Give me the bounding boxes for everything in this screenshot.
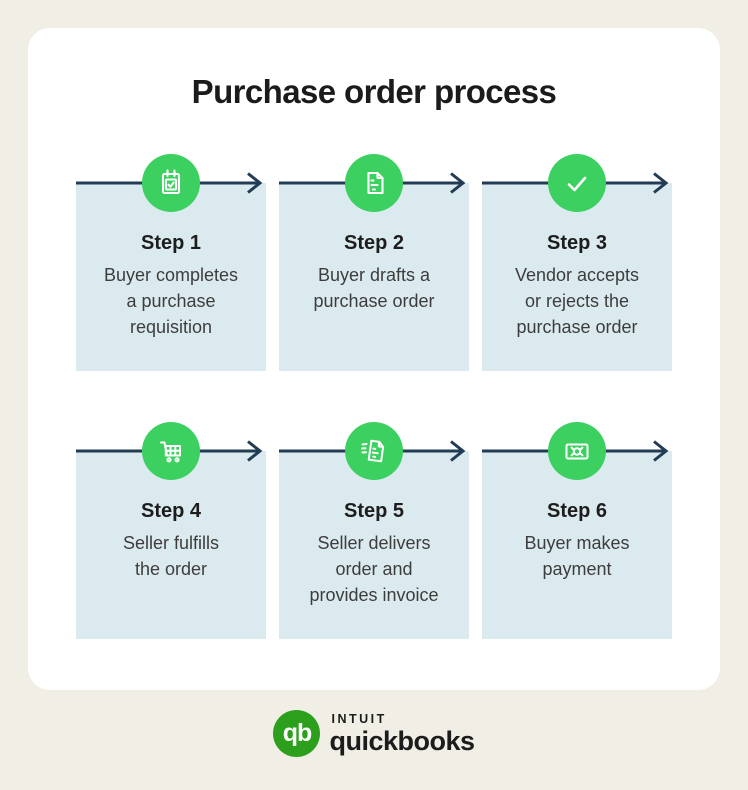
step-4-cell: Step 4 Seller fulfills the order [76, 422, 266, 639]
step-5-cell: Step 5 Seller delivers order and provide… [279, 422, 469, 639]
step-3-label: Step 3 [546, 232, 608, 254]
process-row-2: Step 4 Seller fulfills the order [28, 422, 720, 639]
step-2-cell: Step 2 Buyer drafts a purchase order [279, 154, 469, 371]
step-6-description: Buyer makes payment [524, 533, 630, 579]
step-5-description: Seller delivers order and provides invoi… [309, 533, 439, 605]
brand-footer: qb INTUIT quickbooks [0, 710, 748, 757]
step-4-icon-badge [142, 422, 200, 480]
checkmark-icon [567, 176, 587, 192]
step-3-box: Step 3 Vendor accepts or rejects the pur… [482, 183, 672, 371]
step-1-label: Step 1 [140, 232, 202, 254]
page-title: Purchase order process [191, 73, 557, 110]
step-2-description: Buyer drafts a purchase order [313, 265, 435, 311]
step-3-icon-badge [548, 154, 606, 212]
purchase-order-document-icon [367, 171, 384, 195]
step-5-label: Step 5 [343, 500, 405, 522]
step-4-box: Step 4 Seller fulfills the order [76, 451, 266, 639]
intuit-wordmark: INTUIT [331, 712, 387, 726]
quickbooks-wordmark: quickbooks [329, 726, 475, 756]
step-6-label: Step 6 [546, 500, 608, 522]
step-3-cell: Step 3 Vendor accepts or rejects the pur… [482, 154, 672, 371]
step-4-description: Seller fulfills the order [122, 533, 220, 579]
delivery-invoice-icon [361, 439, 385, 463]
step-2-label: Step 2 [343, 232, 405, 254]
process-row-1: Step 1 Buyer completes a purchase requis… [28, 154, 720, 371]
step-2-box: Step 2 Buyer drafts a purchase order [279, 183, 469, 371]
step-6-icon-badge [548, 422, 606, 480]
step-6-box: Step 6 Buyer makes payment [482, 451, 672, 639]
step-1-box: Step 1 Buyer completes a purchase requis… [76, 183, 266, 371]
step-1-description: Buyer completes a purchase requisition [103, 265, 239, 337]
shopping-cart-icon [160, 441, 181, 463]
qb-monogram: qb [282, 719, 313, 747]
payment-banknote-icon [565, 443, 589, 460]
step-2-icon-badge [345, 154, 403, 212]
step-6-cell: Step 6 Buyer makes payment [482, 422, 672, 639]
step-1-cell: Step 1 Buyer completes a purchase requis… [76, 154, 266, 371]
calendar-check-icon [161, 169, 181, 195]
step-5-icon-badge [345, 422, 403, 480]
step-1-icon-badge [142, 154, 200, 212]
step-3-description: Vendor accepts or rejects the purchase o… [514, 265, 640, 337]
step-5-box: Step 5 Seller delivers order and provide… [279, 451, 469, 639]
brand-wordmark: INTUIT quickbooks [329, 712, 475, 756]
infographic-card: Purchase order process Step 1 Buyer comp… [28, 28, 720, 690]
step-4-label: Step 4 [140, 500, 202, 522]
quickbooks-logo-icon: qb [273, 710, 321, 757]
